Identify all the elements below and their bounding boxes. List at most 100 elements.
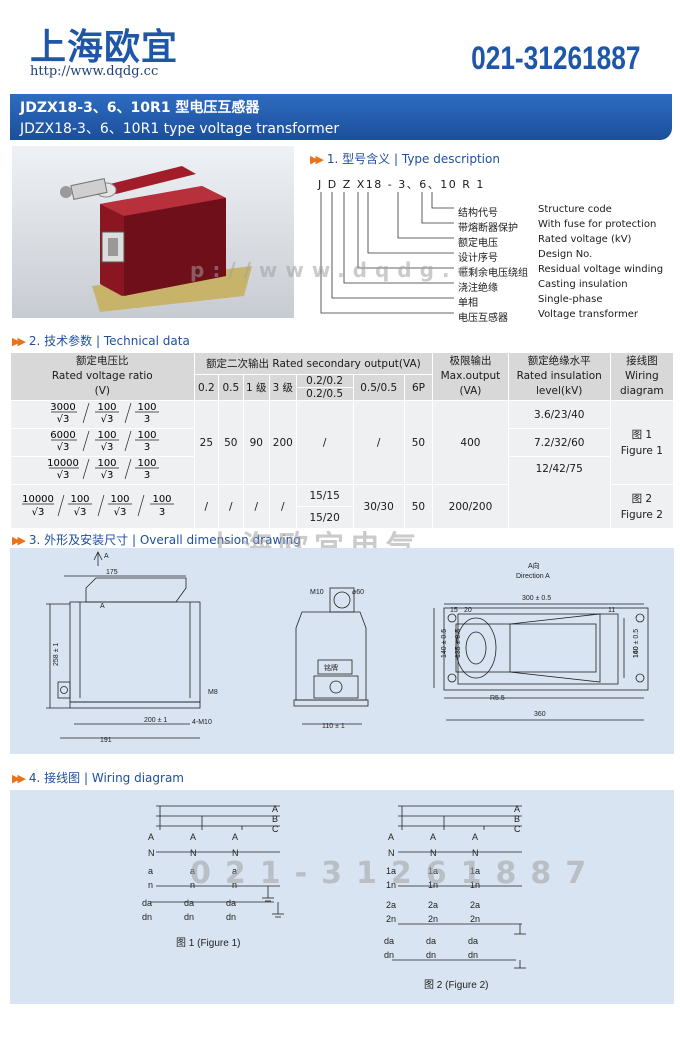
dim-m10: M10 (310, 589, 324, 596)
svg-text:N: N (388, 848, 395, 858)
svg-text:√3: √3 (57, 442, 70, 453)
title-cn: JDZX18-3、6、10R1 型电压互感器 (20, 100, 260, 116)
g1-max: 400 (432, 400, 509, 485)
svg-text:√3: √3 (57, 470, 70, 481)
svg-text:√3: √3 (114, 507, 127, 518)
th-05: 0.5 (218, 374, 244, 401)
dim-a2: A (100, 603, 105, 610)
dim-a: A (104, 553, 109, 560)
svg-text:A: A (232, 832, 238, 842)
watermark-phone: 021-31261887 (190, 856, 601, 891)
ratio-row-3: 10000 √3 100 √3 100 3 (10, 456, 195, 485)
th-0202a: 0.2/0.2 (295, 374, 354, 388)
dim-dir-en: Direction A (516, 573, 550, 580)
g2-05: / (218, 484, 244, 529)
brand-url[interactable]: http://www.dqdg.cc (30, 64, 159, 79)
ratio-fraction-4: 10000 √3 100 √3 100 √3 100 3 (22, 494, 175, 518)
svg-text:A: A (514, 804, 520, 814)
section4-title: ▶▶4. 接线图 | Wiring diagram (12, 771, 184, 785)
svg-text:3000: 3000 (51, 402, 76, 413)
transformer-image (60, 166, 252, 312)
th-0202b: 0.2/0.5 (295, 387, 354, 401)
svg-text:A: A (430, 832, 436, 842)
dim-dir-cn: A向 (528, 561, 540, 570)
svg-text:1a: 1a (470, 866, 480, 876)
th-secondary: 额定二次输出 Rated secondary output(VA) (193, 352, 434, 375)
svg-text:100: 100 (98, 430, 117, 441)
ins-3: 12/42/75 (507, 456, 611, 529)
dim-phi60: ⌀60 (352, 589, 364, 596)
svg-text:A: A (272, 804, 278, 814)
title-banner: JDZX18-3、6、10R1 型电压互感器 JDZX18-3、6、10R1 t… (10, 94, 672, 140)
dim-nameplate: 铭牌 (324, 663, 338, 672)
play-arrows-icon: ▶▶ (310, 153, 324, 166)
svg-text:1a: 1a (428, 866, 438, 876)
svg-text:da: da (468, 936, 478, 946)
svg-text:√3: √3 (101, 470, 114, 481)
svg-text:3: 3 (144, 442, 150, 453)
legend-cn-8: 电压互感器 (458, 313, 508, 324)
svg-text:100: 100 (153, 494, 172, 505)
svg-text:da: da (426, 936, 436, 946)
watermark-url: p://www.dqdg.c (190, 258, 478, 282)
svg-text:3: 3 (144, 470, 150, 481)
svg-text:da: da (226, 898, 236, 908)
th-0505: 0.5/0.5 (352, 374, 405, 401)
th-02: 0.2 (193, 374, 220, 401)
dim-258: 258 ± 1 (53, 643, 60, 666)
svg-text:3: 3 (159, 507, 165, 518)
g2-1: / (242, 484, 271, 529)
svg-text:1n: 1n (386, 880, 396, 890)
page-header: 上海欧宜 http://www.dqdg.cc 021-31261887 (0, 0, 680, 92)
th-3: 3 级 (269, 374, 297, 401)
svg-text:A: A (388, 832, 394, 842)
g2-0202a: 15/15 (295, 484, 354, 507)
svg-text:100: 100 (138, 402, 157, 413)
svg-text:A: A (472, 832, 478, 842)
section3-title: ▶▶3. 外形及安装尺寸 | Overall dimension drawing (12, 533, 301, 547)
dim-300: 300 ± 0.5 (522, 595, 551, 602)
legend-cn-5: 带剩余电压绕组 (458, 268, 528, 279)
brand-logo: 上海欧宜 (30, 27, 179, 68)
svg-text:dn: dn (468, 950, 478, 960)
svg-text:√3: √3 (101, 414, 114, 425)
dimension-drawing-svg: A 175 A 258 ± 1 M8 200 ± 1 4-M10 191 M10… (46, 551, 649, 744)
svg-text:a: a (232, 866, 237, 876)
svg-text:100: 100 (71, 494, 90, 505)
ins-2: 7.2/32/60 (507, 428, 611, 457)
svg-text:dn: dn (184, 912, 194, 922)
legend-en-4: Design No. (538, 249, 593, 260)
svg-text:A: A (190, 832, 196, 842)
svg-text:100: 100 (138, 430, 157, 441)
legend-cn-3: 额定电压 (458, 238, 498, 249)
svg-text:dn: dn (426, 950, 436, 960)
svg-text:B: B (272, 814, 278, 824)
svg-text:2a: 2a (428, 900, 438, 910)
section1-title: ▶▶1. 型号含义 | Type description (310, 152, 500, 166)
th-1: 1 级 (242, 374, 271, 401)
dim-135: 135 ± 0.5 (455, 629, 462, 658)
svg-text:√3: √3 (74, 507, 87, 518)
svg-text:A: A (148, 832, 154, 842)
svg-text:10000: 10000 (22, 494, 54, 505)
svg-text:N: N (190, 848, 197, 858)
legend-en-3: Rated voltage (kV) (538, 234, 632, 245)
g1-3: 200 (269, 400, 297, 485)
dim-110: 110 ± 1 (322, 723, 345, 730)
dim-r55: R5.5 (490, 695, 505, 702)
svg-text:da: da (184, 898, 194, 908)
legend-cn-2: 带熔断器保护 (458, 223, 518, 234)
svg-text:2a: 2a (386, 900, 396, 910)
g2-max: 200/200 (432, 484, 509, 529)
ratio-row-2: 6000 √3 100 √3 100 3 (10, 428, 195, 457)
g1-05: 50 (218, 400, 244, 485)
svg-text:N: N (472, 848, 479, 858)
svg-text:100: 100 (111, 494, 130, 505)
g1-1: 90 (242, 400, 271, 485)
legend-en-6: Casting insulation (538, 279, 628, 290)
